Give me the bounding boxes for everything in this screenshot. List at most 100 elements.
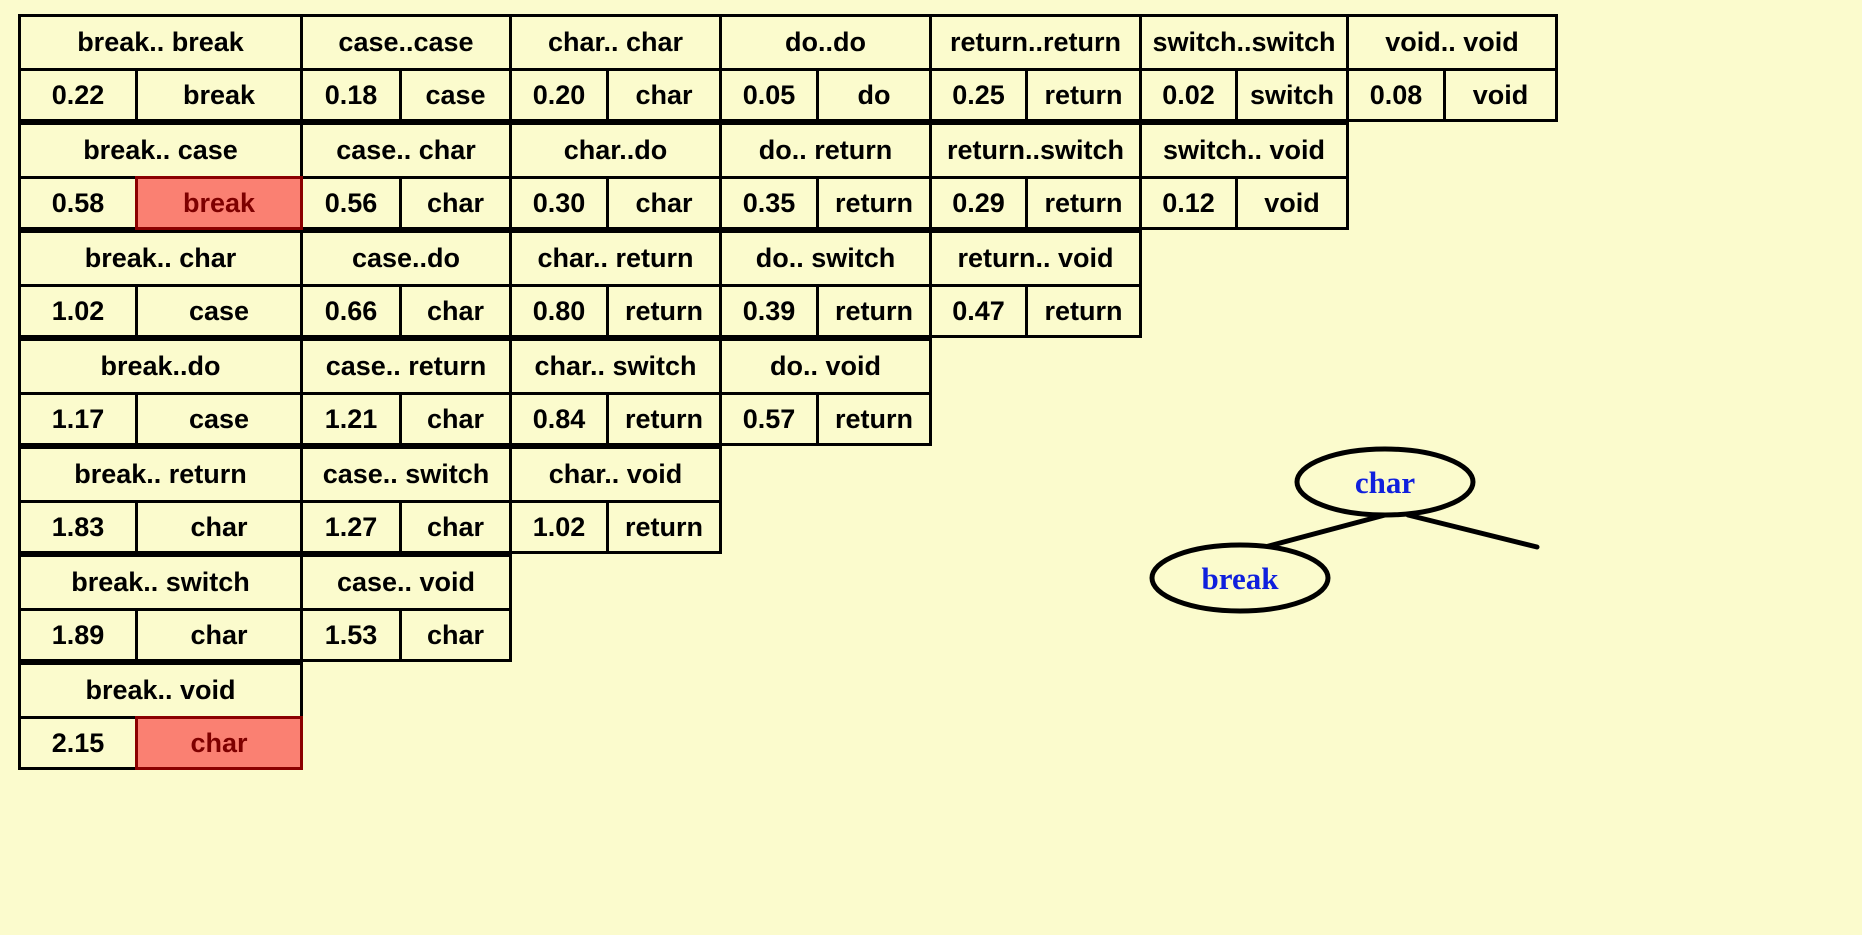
pair-distance-value: 0.56 bbox=[303, 179, 402, 227]
pair-merge-label: return bbox=[819, 179, 929, 227]
pair-header-label: return..return bbox=[932, 17, 1139, 68]
pair-header-label: do..do bbox=[722, 17, 929, 68]
pair-merge-label: void bbox=[1446, 71, 1555, 119]
pair-merge-label: char bbox=[138, 611, 300, 659]
pair-header-group: case..case bbox=[300, 14, 512, 68]
pair-distance-value: 0.30 bbox=[512, 179, 609, 227]
pair-distance-value: 0.39 bbox=[722, 287, 819, 335]
pair-distance-value: 1.27 bbox=[303, 503, 402, 551]
pair-header-label: case.. switch bbox=[303, 449, 509, 500]
pair-header-label: char.. void bbox=[512, 449, 719, 500]
pair-merge-label: char bbox=[138, 503, 300, 551]
pair-header-label: switch..switch bbox=[1142, 17, 1346, 68]
pair-merge-label: char bbox=[402, 503, 509, 551]
pair-header-label: break.. break bbox=[21, 17, 300, 68]
pair-header-group: break.. case bbox=[18, 122, 303, 176]
pair-header-group: char.. char bbox=[509, 14, 722, 68]
node-char-ellipse bbox=[1294, 446, 1476, 518]
pair-header-group: break..do bbox=[18, 338, 303, 392]
pair-header-group: do.. return bbox=[719, 122, 932, 176]
pair-header-label: do.. switch bbox=[722, 233, 929, 284]
pair-header-group: char.. switch bbox=[509, 338, 722, 392]
pair-merge-label: case bbox=[402, 71, 509, 119]
pair-header-group: return..switch bbox=[929, 122, 1142, 176]
pair-merge-label: case bbox=[138, 287, 300, 335]
pair-distance-value: 0.18 bbox=[303, 71, 402, 119]
edge-char-break bbox=[1262, 512, 1388, 550]
pair-header-label: void.. void bbox=[1349, 17, 1555, 68]
pair-distance-value: 1.53 bbox=[303, 611, 402, 659]
edge-char-right bbox=[1405, 512, 1540, 550]
pair-merge-label: switch bbox=[1238, 71, 1346, 119]
pair-header-label: return.. void bbox=[932, 233, 1139, 284]
pair-merge-label: do bbox=[819, 71, 929, 119]
pair-merge-label: return bbox=[609, 287, 719, 335]
pair-header-group: case..do bbox=[300, 230, 512, 284]
pair-distance-value: 0.22 bbox=[21, 71, 138, 119]
pair-merge-label: char bbox=[609, 71, 719, 119]
pair-merge-label: return bbox=[819, 287, 929, 335]
pair-header-group: char.. return bbox=[509, 230, 722, 284]
pair-header-group: break.. switch bbox=[18, 554, 303, 608]
pair-merge-label: break bbox=[138, 71, 300, 119]
pair-header-group: return.. void bbox=[929, 230, 1142, 284]
pair-merge-label: char bbox=[402, 287, 509, 335]
pair-distance-value: 0.05 bbox=[722, 71, 819, 119]
pair-distance-value: 0.12 bbox=[1142, 179, 1238, 227]
pair-header-label: case..do bbox=[303, 233, 509, 284]
pair-merge-label: char bbox=[402, 611, 509, 659]
pair-header-row: break.. void bbox=[18, 662, 1837, 716]
pair-header-label: do.. return bbox=[722, 125, 929, 176]
pair-header-label: char.. switch bbox=[512, 341, 719, 392]
pair-distance-value: 0.47 bbox=[932, 287, 1028, 335]
cluster-tree-diagram: char break bbox=[1100, 420, 1620, 670]
pair-merge-label: return bbox=[1028, 287, 1139, 335]
pair-header-label: char..do bbox=[512, 125, 719, 176]
pair-distance-value: 0.02 bbox=[1142, 71, 1238, 119]
pair-distance-value: 0.29 bbox=[932, 179, 1028, 227]
pair-header-group: case.. char bbox=[300, 122, 512, 176]
pair-distance-value: 0.08 bbox=[1349, 71, 1446, 119]
pair-distance-value: 1.02 bbox=[21, 287, 138, 335]
pair-merge-label: return bbox=[609, 395, 719, 443]
pair-distance-value: 0.20 bbox=[512, 71, 609, 119]
pair-distance-value: 2.15 bbox=[21, 719, 138, 767]
pair-header-label: break.. void bbox=[21, 665, 300, 716]
pair-header-group: switch.. void bbox=[1139, 122, 1349, 176]
pair-header-group: do..do bbox=[719, 14, 932, 68]
pair-merge-label: return bbox=[1028, 71, 1139, 119]
pair-header-label: case.. void bbox=[303, 557, 509, 608]
pair-merge-label: return bbox=[819, 395, 929, 443]
pair-distance-value: 1.89 bbox=[21, 611, 138, 659]
pair-merge-label: char bbox=[402, 395, 509, 443]
pair-merge-label: return bbox=[609, 503, 719, 551]
pair-header-label: break..do bbox=[21, 341, 300, 392]
pair-distance-value: 0.57 bbox=[722, 395, 819, 443]
